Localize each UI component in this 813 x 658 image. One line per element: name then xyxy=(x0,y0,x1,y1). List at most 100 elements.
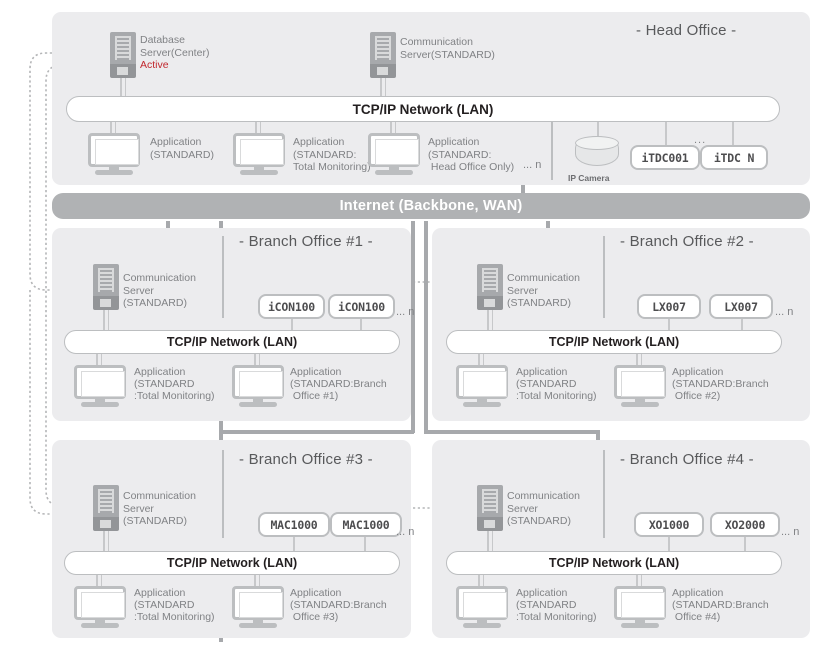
branch-office-4-lan-label: TCP/IP Network (LAN) xyxy=(548,556,680,570)
branch-office-2-device-2[interactable]: LX007 xyxy=(709,294,773,319)
ip-camera-label: IP Camera xyxy=(568,173,610,183)
branch-office-1-device-suffix: ... n xyxy=(396,306,415,318)
branch-office-3-app1-label: Application (STANDARD :Total Monitoring) xyxy=(134,587,215,623)
connector-wan-to-branch1 xyxy=(166,221,170,233)
branch-office-4-app2-drop xyxy=(636,575,642,587)
branch-office-1-divider xyxy=(222,236,224,318)
database-server-status: Active xyxy=(140,59,169,71)
branch-office-3-device-suffix: ... n xyxy=(396,526,415,538)
head-office-communication-server-icon xyxy=(370,32,396,78)
branch-office-3-device-2-label: MAC1000 xyxy=(342,517,390,532)
branch-office-4-app2-monitor xyxy=(614,586,666,630)
branch-office-3-device1-drop xyxy=(293,529,295,551)
branch-office-4-app1-drop xyxy=(478,575,484,587)
internet-backbone-label: Internet (Backbone, WAN) xyxy=(339,198,523,214)
branch-office-3-app2-drop xyxy=(254,575,260,587)
branch-office-4-device-2[interactable]: XO2000 xyxy=(710,512,780,537)
branch-office-4-communication-server-label: Communication Server (STANDARD) xyxy=(507,490,580,527)
connector-head-to-wan xyxy=(521,184,525,198)
branch-office-3-device-2[interactable]: MAC1000 xyxy=(330,512,402,537)
branch-office-3-device-1-label: MAC1000 xyxy=(270,517,318,532)
connector-branch4-down xyxy=(596,430,600,440)
branch-office-2-device2-drop xyxy=(741,308,743,330)
branch-office-2-device-1-label: LX007 xyxy=(652,299,686,314)
branch-office-1-app1-monitor xyxy=(74,365,126,409)
head-office-app2-monitor xyxy=(233,133,285,177)
branch-office-4-communication-server-icon xyxy=(477,485,503,531)
branch-office-4-device-suffix: ... n xyxy=(781,526,800,538)
branch-office-2-device-suffix: ... n xyxy=(775,306,794,318)
branch-office-1-app2-monitor xyxy=(232,365,284,409)
branch-office-2-device-1[interactable]: LX007 xyxy=(637,294,701,319)
branch-office-4-device-1[interactable]: XO1000 xyxy=(634,512,704,537)
branch-office-4-app1-label: Application (STANDARD :Total Monitoring) xyxy=(516,587,597,623)
branch-office-2-device1-drop xyxy=(668,308,670,330)
head-office-title: - Head Office - xyxy=(636,22,737,39)
device-itdc001[interactable]: iTDC001 xyxy=(630,145,700,170)
branch-office-4-title: - Branch Office #4 - xyxy=(620,451,754,468)
branch-office-1-device1-drop xyxy=(291,308,293,330)
ip-camera-drop xyxy=(597,122,599,136)
branch-office-2-app2-drop xyxy=(636,354,642,366)
branch-office-1-app2-drop xyxy=(254,354,260,366)
branch-office-1-title: - Branch Office #1 - xyxy=(239,233,373,250)
branch-office-1-device-1-label: iCON100 xyxy=(267,299,316,314)
connector-branch34-bar xyxy=(424,430,599,434)
device-itdc-n[interactable]: iTDC N xyxy=(700,145,768,170)
branch-office-2-app2-monitor xyxy=(614,365,666,409)
head-office-app3-label: Application (STANDARD: Head Office Only) xyxy=(428,136,515,173)
branch-office-2-lan-label: TCP/IP Network (LAN) xyxy=(548,335,680,349)
branch-office-3-communication-server-icon xyxy=(93,485,119,531)
branch-office-3-title: - Branch Office #3 - xyxy=(239,451,373,468)
branch-office-3-communication-server-label: Communication Server (STANDARD) xyxy=(123,490,196,527)
head-office-lan-label: TCP/IP Network (LAN) xyxy=(352,101,494,117)
branch-office-4-divider xyxy=(603,450,605,538)
branch-office-3-lan-bar: TCP/IP Network (LAN) xyxy=(64,551,400,575)
branch-office-1-app1-label: Application (STANDARD :Total Monitoring) xyxy=(134,366,215,402)
device-itdc-n-label: iTDC N xyxy=(713,150,755,165)
branch-office-1-device2-drop xyxy=(360,308,362,330)
head-office-app2-drop xyxy=(255,122,261,134)
branch-office-4-device-2-label: XO2000 xyxy=(724,517,766,532)
branch-office-4-device2-drop xyxy=(744,529,746,551)
branch-office-1-lan-label: TCP/IP Network (LAN) xyxy=(166,335,298,349)
branch-office-4-app1-monitor xyxy=(456,586,508,630)
connector-branch2-right-rail xyxy=(424,221,428,433)
head-office-app1-label: Application (STANDARD) xyxy=(150,136,214,161)
head-office-app1-monitor xyxy=(88,133,140,177)
branch-office-4-device-1-label: XO1000 xyxy=(648,517,690,532)
branch-office-1-device-1[interactable]: iCON100 xyxy=(258,294,325,319)
branch-office-2-device-2-label: LX007 xyxy=(724,299,758,314)
branch-office-2-divider xyxy=(603,236,605,318)
branch-office-3-app1-monitor xyxy=(74,586,126,630)
branch-office-1-device-2[interactable]: iCON100 xyxy=(328,294,395,319)
device-itdc001-label: iTDC001 xyxy=(641,150,689,165)
branch-office-4-server-drop xyxy=(487,531,493,551)
branch-office-3-app2-monitor xyxy=(232,586,284,630)
branch-office-2-app1-label: Application (STANDARD :Total Monitoring) xyxy=(516,366,597,402)
branch-office-2-app2-label: Application (STANDARD:Branch Office #2) xyxy=(672,366,769,402)
branch-office-2-app1-drop xyxy=(478,354,484,366)
connector-branch2-down xyxy=(411,221,415,433)
branch-office-3-device-1[interactable]: MAC1000 xyxy=(258,512,330,537)
branch-office-3-server-drop xyxy=(103,531,109,551)
internet-backbone-bar: Internet (Backbone, WAN) xyxy=(52,193,810,219)
branch-office-1-app1-drop xyxy=(96,354,102,366)
branch-office-1-server-drop xyxy=(103,310,109,330)
ip-camera-icon xyxy=(575,130,619,172)
branch-office-4-device1-drop xyxy=(668,529,670,551)
branch-office-3-app1-drop xyxy=(96,575,102,587)
branch-office-2-communication-server-label: Communication Server (STANDARD) xyxy=(507,272,580,309)
branch-office-2-communication-server-icon xyxy=(477,264,503,310)
head-office-app1-drop xyxy=(110,122,116,134)
database-server-label: Database Server(Center) xyxy=(140,34,210,59)
branch-office-1-communication-server-label: Communication Server (STANDARD) xyxy=(123,272,196,309)
head-office-app3-drop xyxy=(390,122,396,134)
head-office-app-suffix: ... n xyxy=(523,159,542,171)
branch-office-3-divider xyxy=(222,450,224,538)
head-office-lan-bar: TCP/IP Network (LAN) xyxy=(66,96,780,122)
itdc001-drop xyxy=(665,122,667,145)
connector-branch1-bottom-bar xyxy=(219,430,414,434)
branch-office-2-server-drop xyxy=(487,310,493,330)
branch-office-1-device-2-label: iCON100 xyxy=(337,299,386,314)
